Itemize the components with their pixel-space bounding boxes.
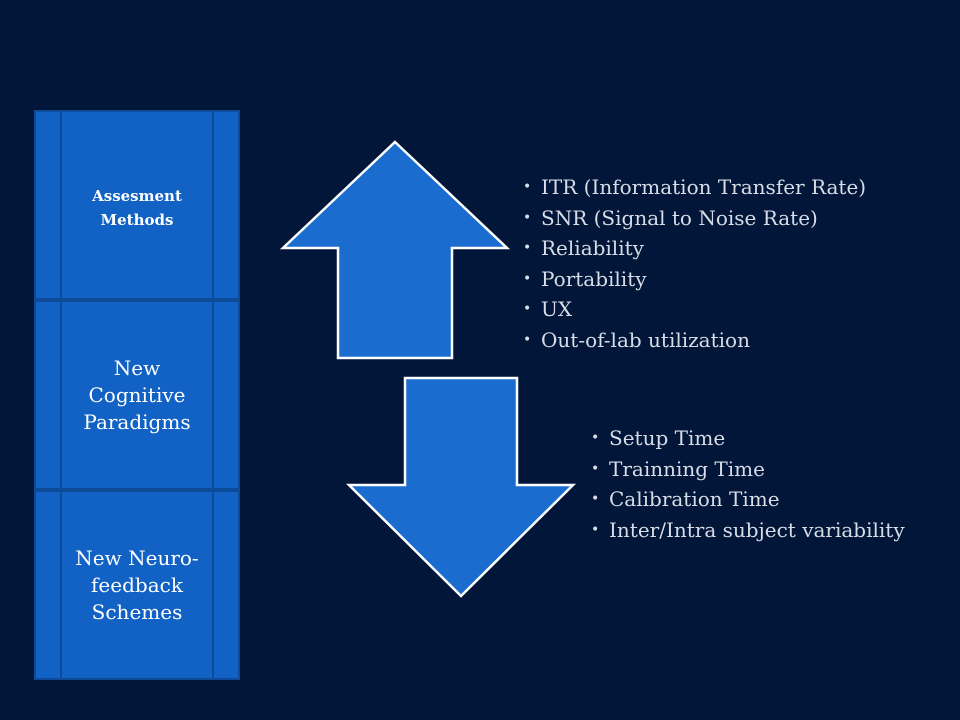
list-item: • Trainning Time	[589, 454, 905, 485]
decrease-metrics-list: • Setup Time • Trainning Time • Calibration…	[589, 423, 905, 545]
list-item-text: Calibration Time	[609, 487, 780, 511]
up-arrow-icon	[280, 140, 511, 360]
list-item: • Setup Time	[589, 423, 905, 454]
list-item: • Inter/Intra subject variability	[589, 515, 905, 546]
list-item: • UX	[521, 294, 866, 325]
list-item: • SNR (Signal to Noise Rate)	[521, 203, 866, 234]
bullet-icon: •	[591, 521, 600, 538]
bullet-icon: •	[523, 209, 532, 226]
process-box-neurofeedback-schemes: New Neuro-feedback Schemes	[34, 490, 240, 680]
list-item-text: Trainning Time	[609, 456, 765, 481]
list-item: • Reliability	[521, 233, 866, 264]
list-item: • Portability	[521, 264, 866, 295]
process-box-assessment-methods: Assesment Methods	[34, 110, 240, 300]
list-item-text: Setup Time	[609, 426, 726, 450]
list-item-text: UX	[541, 297, 573, 321]
bullet-icon: •	[523, 270, 532, 287]
process-box-cognitive-paradigms: New Cognitive Paradigms	[34, 300, 240, 490]
bullet-icon: •	[523, 301, 532, 317]
bullet-icon: •	[591, 460, 600, 477]
list-item: • ITR (Information Transfer Rate)	[521, 172, 866, 203]
list-item-text: SNR (Signal to Noise Rate)	[541, 205, 818, 230]
bullet-icon: •	[591, 430, 600, 446]
bullet-icon: •	[591, 491, 600, 507]
process-label-assessment-methods: Assesment Methods	[92, 187, 182, 229]
list-item: • Out-of-lab utilization	[521, 325, 866, 356]
bullet-icon: •	[523, 179, 532, 195]
down-arrow-icon	[345, 376, 577, 598]
bullet-icon: •	[523, 331, 532, 348]
list-item-text: Reliability	[541, 236, 644, 260]
process-column: Assesment Methods New Cognitive Paradigm…	[34, 110, 240, 680]
process-label-neurofeedback-schemes: New Neuro-feedback Schemes	[75, 545, 199, 624]
process-label-cognitive-paradigms: New Cognitive Paradigms	[83, 355, 191, 434]
list-item-text: Out-of-lab utilization	[541, 327, 750, 352]
list-item: • Calibration Time	[589, 484, 905, 515]
list-item-text: ITR (Information Transfer Rate)	[541, 175, 867, 199]
list-item-text: Inter/Intra subject variability	[609, 517, 905, 542]
list-item-text: Portability	[541, 266, 647, 291]
increase-metrics-list: • ITR (Information Transfer Rate) • SNR (S…	[521, 172, 866, 355]
bullet-icon: •	[523, 240, 532, 256]
